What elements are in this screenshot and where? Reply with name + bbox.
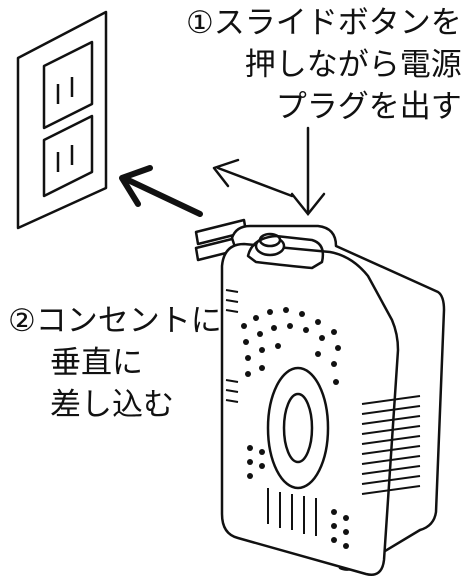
step1-line3: プラグを出す [275,89,462,125]
instruction-diagram: ①スライドボタンを 押しながら電源 プラグを出す ②コンセントに 垂直に 差し込… [8,5,462,576]
slide-down-arrow-icon [290,126,326,217]
step2-line2: 垂直に [50,345,143,381]
step2-line3: 差し込む [50,387,174,423]
step2-line1: ②コンセントに [8,303,222,339]
step1-line2: 押しながら電源 [244,47,462,83]
wall-outlet-icon [16,10,108,230]
step1-caption: ①スライドボタンを 押しながら電源 プラグを出す [186,2,462,128]
step2-caption: ②コンセントに 垂直に 差し込む [8,300,222,426]
step1-line1: ①スライドボタンを [186,5,462,41]
illustration [16,10,446,576]
plug-in-arrow-icon [119,158,294,217]
device-icon [194,218,446,576]
